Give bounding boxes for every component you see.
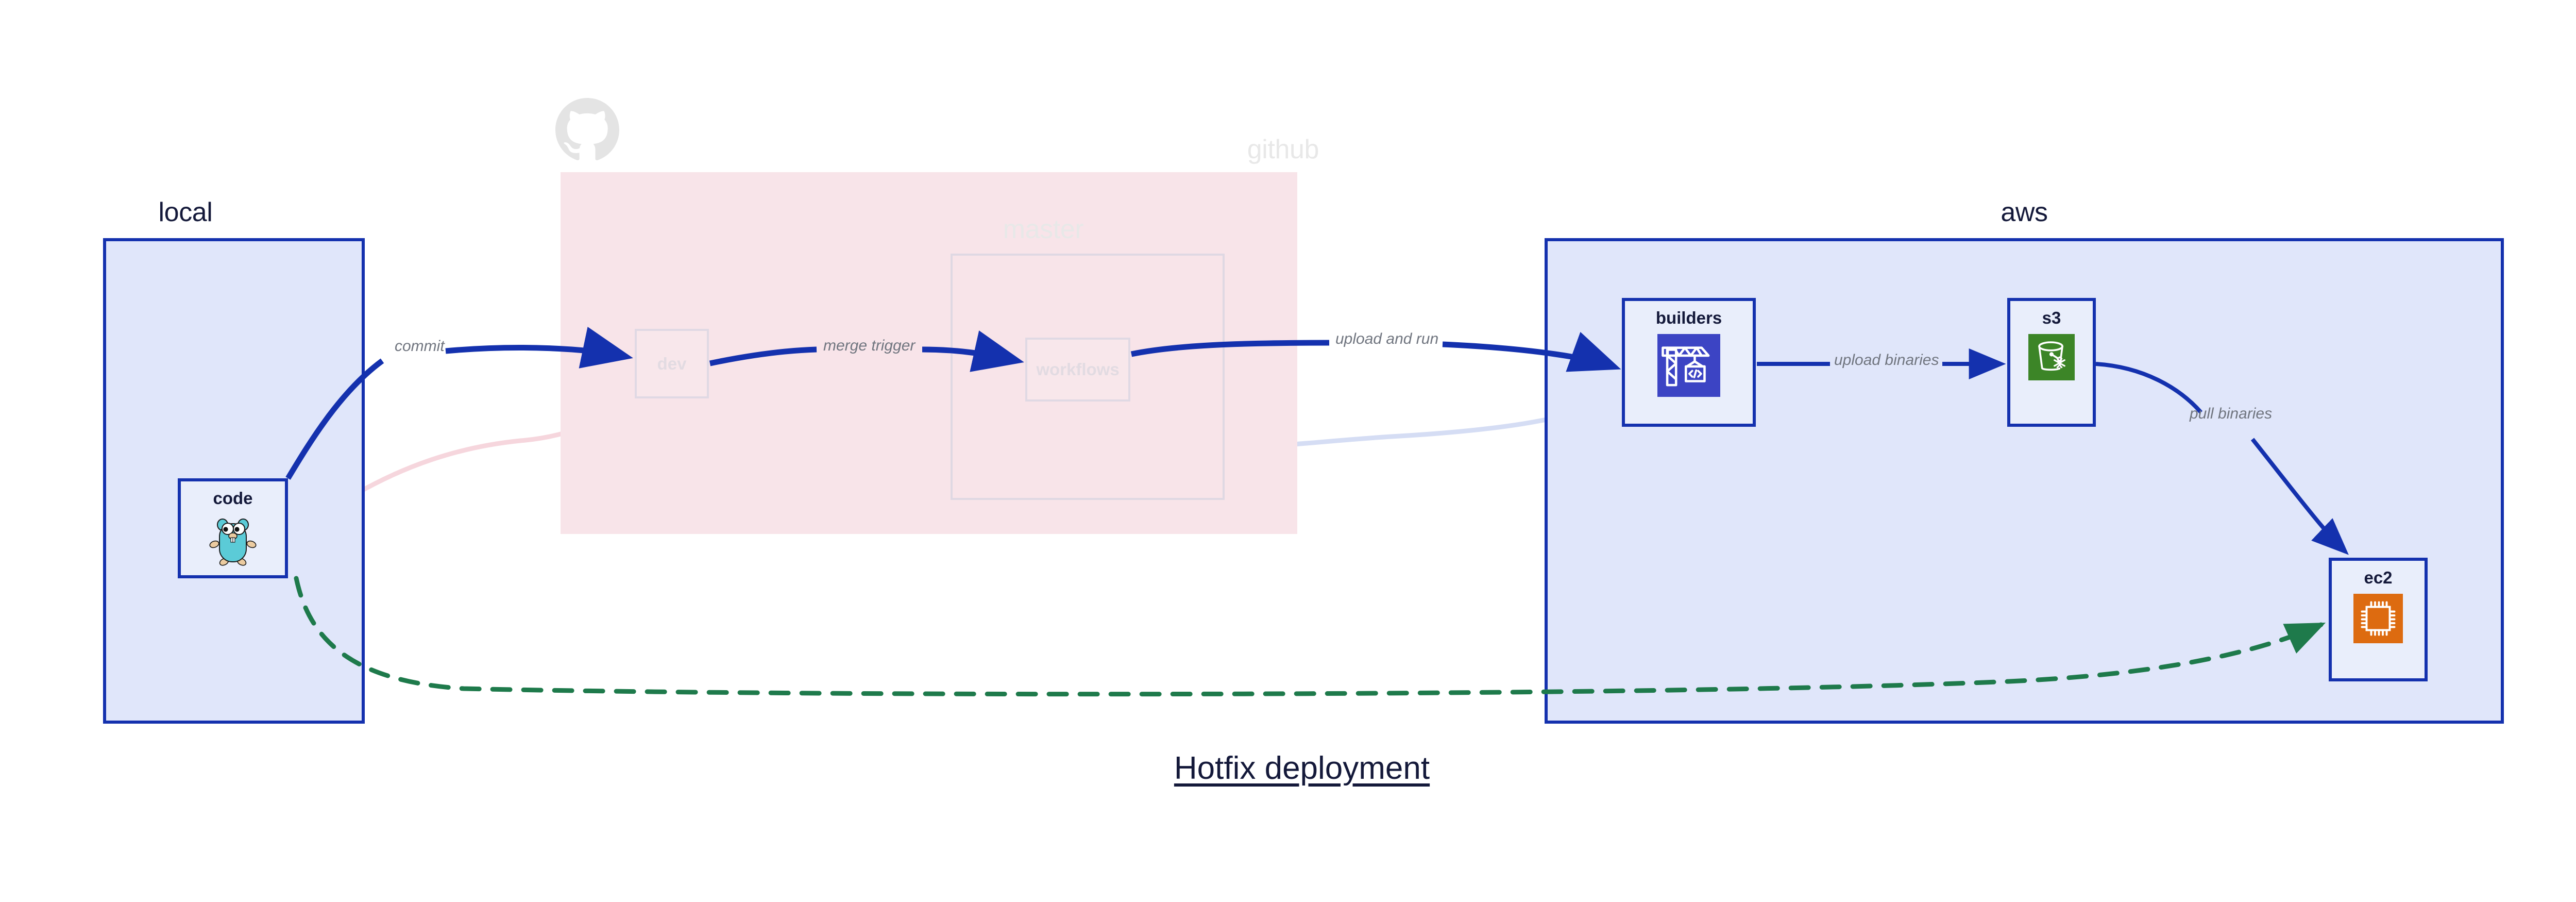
edge-label-pull-binaries: pull binaries	[2190, 405, 2273, 422]
group-title-aws: aws	[2001, 197, 2048, 227]
node-label-ec2: ec2	[2364, 568, 2393, 587]
node-s3[interactable]: s3	[2007, 298, 2096, 427]
edge-label-commit: commit	[395, 338, 445, 355]
edge-label-upload-binaries: upload binaries	[1834, 352, 1939, 369]
node-dev[interactable]: dev	[635, 329, 709, 398]
group-master	[951, 254, 1225, 500]
node-label-s3: s3	[2042, 308, 2061, 327]
cpu-chip-icon	[2353, 594, 2403, 646]
node-workflows[interactable]: workflows	[1025, 338, 1130, 402]
node-label-dev: dev	[657, 354, 687, 373]
node-label-builders: builders	[1655, 308, 1722, 327]
node-builders[interactable]: builders	[1622, 298, 1756, 427]
group-title-master: master	[1003, 214, 1084, 244]
node-ec2[interactable]: ec2	[2329, 558, 2428, 681]
s3-bucket-icon	[2028, 334, 2075, 383]
crane-code-icon	[1657, 334, 1720, 399]
node-label-workflows: workflows	[1036, 360, 1120, 379]
edge-label-upload-and-run: upload and run	[1335, 330, 1439, 347]
group-title-local: local	[158, 197, 213, 227]
group-title-github: github	[1247, 135, 1319, 164]
node-label-code: code	[213, 489, 253, 508]
edge-label-merge-trigger: merge trigger	[823, 337, 916, 354]
go-gopher-icon	[208, 514, 258, 569]
diagram-caption: Hotfix deployment	[1174, 750, 1430, 786]
github-octocat-icon	[555, 98, 619, 164]
node-code[interactable]: code	[178, 478, 288, 578]
